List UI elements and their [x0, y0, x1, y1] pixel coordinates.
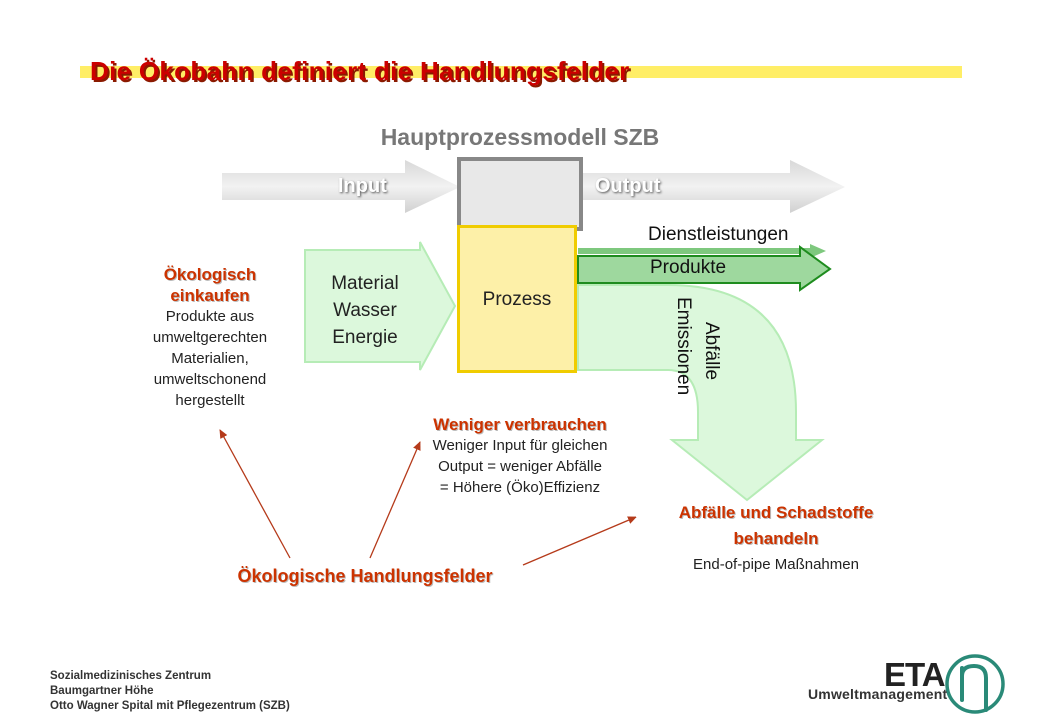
emissions-label: Emissionen: [673, 297, 694, 396]
field-buy-text-4: umweltschonend: [153, 371, 267, 388]
products-arrow: [577, 245, 832, 292]
products-label: Produkte: [650, 257, 727, 278]
field-consume-text-2: Output = weniger Abfälle: [438, 458, 602, 475]
field-buy: Ökologisch einkaufen Produkte aus umwelt…: [130, 264, 290, 411]
field-buy-text-3: Materialien,: [171, 350, 249, 367]
field-treat: Abfälle und Schadstoffe behandeln End-of…: [640, 500, 912, 578]
input-label: Input: [338, 175, 387, 197]
output-label: Output: [595, 175, 661, 197]
input-energy: Energie: [332, 327, 398, 348]
field-buy-title-2: einkaufen: [170, 286, 250, 305]
footer-line-3: Otto Wagner Spital mit Pflegezentrum (SZ…: [50, 700, 290, 712]
waste-curve-arrow: [577, 284, 825, 502]
field-buy-text-5: hergestellt: [175, 392, 245, 409]
field-buy-title-1: Ökologisch: [163, 265, 257, 284]
input-arrow: [222, 160, 460, 213]
input-material: Material: [331, 273, 399, 294]
logo-eta-glyph: [960, 663, 988, 712]
field-buy-text-2: umweltgerechten: [152, 329, 268, 346]
services-label: Dienstleistungen: [648, 224, 789, 245]
footer-organization: Sozialmedizinisches Zentrum Baumgartner …: [50, 669, 290, 714]
field-consume: Weniger verbrauchen Weniger Input für gl…: [400, 414, 640, 498]
process-box: [457, 225, 577, 373]
pointer-arrow-treat: [522, 516, 637, 566]
output-arrow: [578, 160, 845, 213]
input-water: Wasser: [333, 300, 397, 321]
field-treat-text: End-of-pipe Maßnahmen: [693, 556, 859, 573]
field-consume-text-3: = Höhere (Öko)Effizienz: [439, 479, 601, 496]
services-arrow: [578, 244, 826, 258]
ecological-fields-label: Ökologische Handlungsfelder: [237, 566, 493, 586]
field-treat-title-2: behandeln: [733, 529, 819, 548]
waste-label: Abfälle: [701, 322, 722, 381]
field-treat-title-1: Abfälle und Schadstoffe: [678, 503, 874, 522]
diagram-subtitle: Hauptprozessmodell SZB: [380, 124, 660, 150]
field-consume-text-1: Weniger Input für gleichen: [432, 437, 608, 454]
title-highlight-bar: [80, 66, 962, 78]
pointer-arrow-consume: [369, 441, 421, 559]
logo-subtitle: Umweltmanagement: [808, 686, 948, 702]
page-title: Die Ökobahn definiert die Handlungsfelde…: [90, 56, 630, 86]
footer-line-2: Baumgartner Höhe: [50, 685, 154, 697]
process-label: Prozess: [482, 289, 552, 310]
material-input-arrow: [304, 241, 457, 371]
pointer-arrow-buy: [219, 429, 291, 559]
logo-name: ETA: [884, 656, 946, 693]
field-buy-text-1: Produkte aus: [165, 308, 255, 325]
footer-line-1: Sozialmedizinisches Zentrum: [50, 670, 212, 682]
process-output-box: [457, 157, 583, 231]
input-resources: Material Wasser Energie: [315, 270, 415, 351]
field-consume-title: Weniger verbrauchen: [433, 415, 607, 434]
